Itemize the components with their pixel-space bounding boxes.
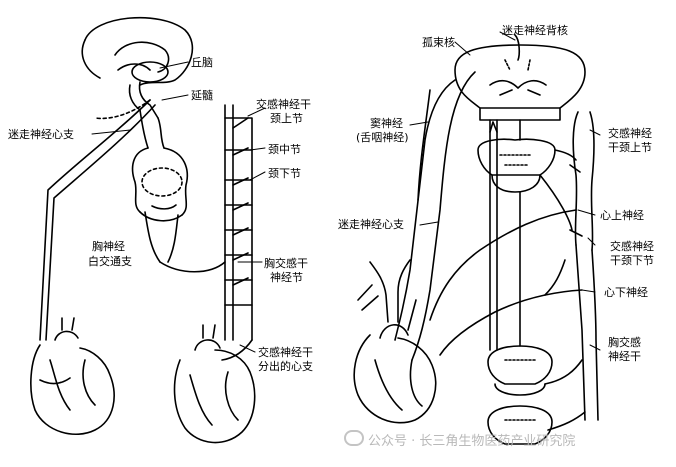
label-superior-cardiac-nerve: 心上神经	[600, 209, 644, 222]
label-vagus-cardiac-branch-left: 迷走神经心支	[8, 128, 74, 141]
label-solitary-nucleus: 孤束核	[422, 36, 455, 49]
label-sympathetic-inferior-cervical-right-2: 干颈下节	[610, 254, 654, 267]
label-leader-lines	[91, 31, 601, 353]
label-inferior-cervical-ganglion: 颈下节	[268, 167, 301, 180]
label-medulla: 延髓	[191, 89, 213, 102]
right-vagus-and-sinus-nerves	[394, 71, 476, 361]
label-sympathetic-cardiac-branch-2: 分出的心支	[258, 360, 313, 373]
right-thoracic-cord-2	[487, 405, 553, 445]
label-thoracic-sympathetic-trunk-right-1: 胸交感	[608, 336, 641, 349]
label-sympathetic-trunk-superior-cervical-1: 交感神经干	[256, 98, 311, 111]
label-inferior-cardiac-nerve: 心下神经	[604, 286, 648, 299]
label-thoracic-nerve: 胸神经	[92, 240, 125, 253]
right-sympathetic-chain	[539, 111, 599, 431]
wechat-icon	[344, 430, 364, 446]
label-sympathetic-trunk-superior-cervical-2: 颈上节	[270, 112, 303, 125]
label-thoracic-sympathetic-trunk-left-1: 胸交感干	[264, 257, 308, 270]
label-thoracic-sympathetic-trunk-right-2: 神经干	[608, 350, 641, 363]
watermark-text: 公众号 · 长三角生物医药产业研究院	[368, 434, 576, 449]
label-sympathetic-cardiac-branch-1: 交感神经干	[258, 346, 313, 359]
right-cardiac-nerves	[429, 209, 583, 356]
label-sympathetic-superior-cervical-right-2: 干颈上节	[608, 141, 652, 154]
left-heart-2	[173, 324, 256, 444]
label-dorsal-vagal-nucleus: 迷走神经背核	[502, 24, 568, 37]
label-vagus-cardiac-branch-right: 迷走神经心支	[338, 218, 404, 231]
left-sympathetic-chain	[159, 104, 253, 341]
right-thoracic-cord-1	[487, 345, 553, 396]
right-heart	[353, 259, 437, 424]
label-thalamus: 丘脑	[191, 56, 213, 69]
left-brain-outline	[81, 16, 194, 119]
label-white-ramus: 白交通支	[88, 255, 132, 268]
label-sinus-nerve: 窦神经	[370, 117, 403, 130]
right-medulla-section	[454, 34, 586, 121]
left-heart-1	[30, 317, 115, 435]
label-middle-cervical-ganglion: 颈中节	[268, 143, 301, 156]
left-brainstem-and-cord	[131, 109, 189, 263]
label-sympathetic-inferior-cervical-right-1: 交感神经	[610, 240, 654, 253]
left-vagus-cardiac-branch	[39, 99, 156, 341]
label-glossopharyngeal-nerve: (舌咽神经)	[356, 131, 409, 144]
label-thoracic-sympathetic-trunk-left-2: 神经节	[270, 271, 303, 284]
label-sympathetic-superior-cervical-right-1: 交感神经	[608, 127, 652, 140]
